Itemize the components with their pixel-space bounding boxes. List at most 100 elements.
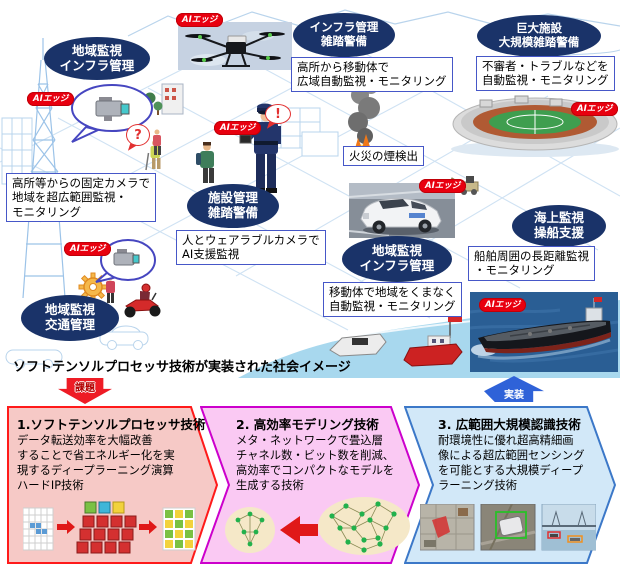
note-line: 火災の煙検出 bbox=[349, 149, 418, 163]
panel-body: データ転送効率を大幅改善 することで省エネルギー化を実 現するディープラーニング… bbox=[17, 434, 175, 494]
callout-mega-facility: 巨大施設 大規模雑踏警備 bbox=[477, 15, 601, 57]
callout-line: 地域監視 bbox=[71, 42, 122, 58]
ai-edge-badge-stadium: AIエッジ bbox=[571, 102, 619, 116]
note-line: 自動監視・モニタリング bbox=[329, 299, 456, 314]
note-line: 地域を超広範囲監視・ bbox=[12, 190, 127, 205]
callout-line: 地域監視 bbox=[371, 243, 422, 259]
callout-line: 海上監視 bbox=[533, 210, 584, 226]
note-ship-monitor: 船舶周囲の長距離監視 ・モニタリング bbox=[468, 246, 595, 281]
panel-wide-area-recognition: 3. 広範囲大規模認識技術 耐環境性に優れ超高精細画 像による超広範囲センシング… bbox=[404, 406, 616, 564]
motorcycle bbox=[124, 283, 161, 318]
panel-title: 1.ソフトテンソルプロセッサ技術 bbox=[17, 417, 206, 432]
note-line: AI支援監視 bbox=[182, 247, 240, 262]
ai-edge-badge-camera-lower: AIエッジ bbox=[64, 242, 112, 256]
network-compression-diagram bbox=[225, 497, 410, 555]
surveillance-camera-icon bbox=[113, 249, 140, 266]
ai-edge-badge-officer: AIエッジ bbox=[214, 121, 262, 135]
ai-edge-badge-ship: AIエッジ bbox=[479, 298, 527, 312]
note-line: 不審者・トラブルなどを bbox=[482, 59, 609, 73]
panel-title: 3. 広範囲大規模認識技術 bbox=[438, 417, 581, 432]
note-fixed-camera: 高所等からの固定カメラで 地域を超広範囲監視・ モニタリング bbox=[6, 173, 156, 223]
panel-body-line: 高効率でコンパクトなモデルを bbox=[236, 463, 395, 477]
callout-line: 地域監視 bbox=[44, 302, 95, 318]
city-scene-illustration bbox=[0, 9, 620, 378]
panel-body-line: データ転送効率を大幅改善 bbox=[17, 434, 153, 447]
note-line: ・モニタリング bbox=[474, 263, 555, 278]
callout-line: 交通管理 bbox=[44, 317, 95, 332]
aerial-photo bbox=[420, 504, 475, 551]
callout-region-infra-left: 地域監視 インフラ管理 bbox=[44, 37, 150, 80]
ai-edge-badge-drone: AIエッジ bbox=[176, 13, 224, 27]
note-suspicious: 不審者・トラブルなどを 自動監視・モニタリング bbox=[476, 56, 615, 91]
challenge-arrow-label: 課題 bbox=[75, 383, 95, 394]
ship-photo bbox=[470, 292, 618, 372]
callout-line: 巨大施設 bbox=[516, 21, 562, 36]
callout-line: インフラ管理 bbox=[359, 258, 435, 273]
panel-body-line: することで省エネルギー化を実 bbox=[17, 448, 175, 462]
callout-infra-crowd: インフラ管理 雑踏警備 bbox=[293, 13, 395, 57]
callout-line: インフラ管理 bbox=[59, 57, 135, 73]
note-line: 高所等からの固定カメラで bbox=[12, 176, 150, 190]
note-fire-smoke: 火災の煙検出 bbox=[343, 146, 424, 167]
question-bubble: ? bbox=[126, 124, 150, 146]
panel-body-line: 現するディープラーニング演算 bbox=[17, 463, 174, 477]
callout-line: インフラ管理 bbox=[309, 20, 379, 35]
note-line: 自動監視・モニタリング bbox=[482, 73, 609, 88]
taxi-car-icon bbox=[360, 198, 442, 235]
panel-body-line: メタ・ネットワークで畳込層 bbox=[236, 434, 383, 447]
panel-body-line: ラーニング技術 bbox=[438, 478, 518, 492]
output-grid bbox=[162, 507, 196, 551]
tensor-processor-diagram bbox=[23, 501, 196, 554]
panel-soft-tensor-processor: 1.ソフトテンソルプロセッサ技術 データ転送効率を大幅改善 することで省エネルギ… bbox=[7, 406, 219, 564]
tanker-ship-icon bbox=[471, 297, 611, 360]
gear-icon bbox=[78, 272, 108, 302]
vehicle-detection-photo bbox=[480, 504, 536, 551]
drone-photo bbox=[178, 22, 292, 70]
camera-bubble-lower bbox=[95, 239, 156, 283]
callout-line: 施設管理 bbox=[207, 190, 258, 206]
note-line: モニタリング bbox=[12, 204, 81, 219]
panel-title: 2. 高効率モデリング技術 bbox=[236, 417, 379, 432]
note-line: 移動体で地域をくまなく bbox=[329, 285, 456, 299]
pedestrian-red bbox=[153, 129, 161, 155]
callout-line: 大規模雑踏警備 bbox=[498, 35, 580, 49]
panel-body: メタ・ネットワークで畳込層 チャネル数・ビット数を削減、 高効率でコンパクトなモ… bbox=[236, 434, 394, 494]
callout-region-infra-mid: 地域監視 インフラ管理 bbox=[342, 236, 452, 282]
recognition-sample-photos bbox=[420, 504, 596, 551]
panel-body-line: チャネル数・ビット数を削減、 bbox=[236, 448, 395, 462]
callout-line: 雑踏警備 bbox=[207, 205, 258, 220]
drone-icon bbox=[185, 32, 285, 67]
callout-line: 雑踏警備 bbox=[321, 34, 367, 48]
note-mobile-region: 移動体で地域をくまなく 自動監視・モニタリング bbox=[323, 282, 462, 317]
note-line: 人とウェアラブルカメラで bbox=[182, 233, 320, 247]
note-line: 船舶周囲の長距離監視 bbox=[474, 249, 589, 263]
pedestrian-backpack bbox=[196, 142, 214, 183]
panel-body-line: 耐環境性に優れ超高精細画 bbox=[438, 434, 574, 447]
ai-edge-badge-taxi: AIエッジ bbox=[419, 179, 467, 193]
ai-edge-badge-camera-upper: AIエッジ bbox=[27, 92, 75, 106]
fishing-boat bbox=[403, 312, 463, 367]
note-wearable: 人とウェアラブルカメラで AI支援監視 bbox=[176, 230, 326, 265]
implementation-arrow-icon: 実装 bbox=[484, 376, 544, 402]
panel-body: 耐環境性に優れ超高精細画 像による超広範囲センシング を可能とする大規模ディープ… bbox=[438, 434, 585, 494]
panel-body-line: 像による超広範囲センシング bbox=[438, 448, 585, 462]
exclamation-bubble: ! bbox=[265, 104, 291, 124]
callout-facility-crowd: 施設管理 雑踏警備 bbox=[187, 184, 279, 228]
callout-line: 操船支援 bbox=[533, 225, 584, 240]
implementation-arrow-label: 実装 bbox=[504, 390, 524, 401]
panel-efficient-modeling: 2. 高効率モデリング技術 メタ・ネットワークで畳込層 チャネル数・ビット数を削… bbox=[200, 406, 420, 564]
panel-body-line: を可能とする大規模ディープ bbox=[438, 463, 584, 477]
cube-stack bbox=[76, 501, 137, 554]
camera-bubble-upper bbox=[71, 84, 153, 143]
scene-caption: ソフトテンソルプロセッサ技術が実装された社会イメージ bbox=[13, 360, 351, 375]
note-line: 広域自動監視・モニタリング bbox=[297, 74, 447, 89]
note-aerial-mobile: 高所から移動体で 広域自動監視・モニタリング bbox=[291, 57, 453, 92]
note-line: 高所から移動体で bbox=[297, 60, 389, 74]
panel-body-line: ハードIP技術 bbox=[17, 478, 84, 492]
surveillance-camera-icon bbox=[95, 97, 130, 121]
speedboat bbox=[329, 333, 387, 357]
callout-region-traffic: 地域監視 交通管理 bbox=[21, 295, 119, 341]
challenge-arrow-icon: 課題 bbox=[58, 378, 112, 404]
callout-maritime: 海上監視 操船支援 bbox=[512, 205, 606, 247]
